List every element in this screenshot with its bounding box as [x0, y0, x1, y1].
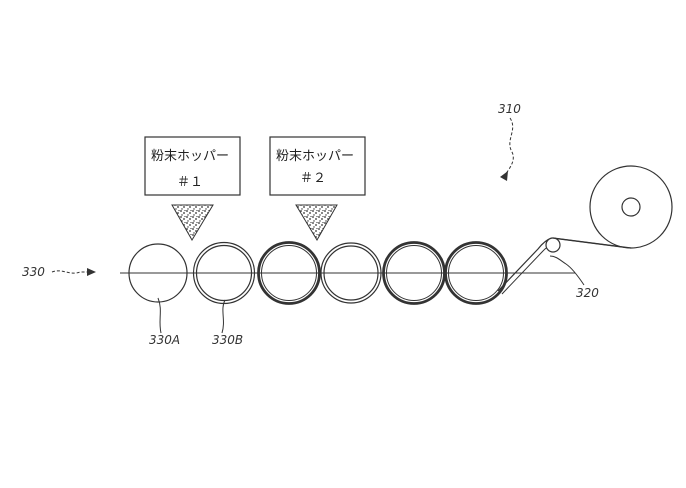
label-330b: 330B	[212, 333, 243, 347]
hopper-1-powder-funnel	[171, 204, 214, 241]
substrate-web-inner	[501, 243, 557, 295]
leader-330	[51, 270, 88, 274]
label-310: 310	[498, 102, 521, 116]
leader-330b	[221, 299, 226, 334]
label-330a: 330A	[149, 333, 180, 347]
hopper-1-box	[144, 136, 241, 196]
hopper-2: 粉末ホッパー ＃２	[269, 136, 366, 241]
hopper-2-box	[269, 136, 366, 196]
hopper-2-label: 粉末ホッパー	[276, 149, 354, 164]
hopper-1-number: ＃１	[177, 175, 203, 190]
leader-320	[549, 255, 585, 286]
leader-330a	[157, 297, 162, 334]
arrowhead-330	[87, 268, 96, 276]
hopper-2-number: ＃２	[300, 171, 326, 186]
leader-310	[504, 117, 514, 176]
label-330: 330	[22, 265, 45, 279]
hopper-2-powder-funnel	[295, 204, 338, 241]
label-320: 320	[576, 286, 599, 300]
supply-roll	[552, 165, 673, 249]
hopper-1: 粉末ホッパー ＃１	[144, 136, 241, 241]
guide-roller	[545, 237, 561, 253]
hopper-1-label: 粉末ホッパー	[151, 149, 229, 164]
arrowhead-310	[500, 171, 508, 181]
